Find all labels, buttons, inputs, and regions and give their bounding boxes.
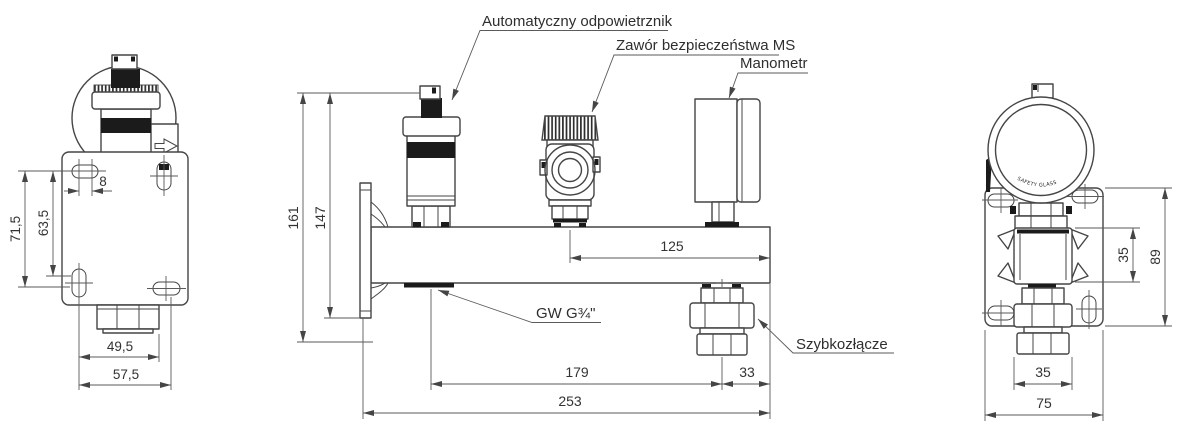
dim-front-lengths: 179 33 253 (362, 284, 771, 419)
label-air-vent: Automatyczny odpowietrznik (482, 13, 673, 30)
safety-valve-front (539, 115, 601, 227)
dim-text-179: 179 (565, 364, 589, 380)
gauge-connection (1010, 202, 1072, 230)
dim-text-125: 125 (660, 238, 684, 254)
label-safety-valve: Zawór bezpieczeństwa MS (616, 37, 795, 54)
quick-coupler-right (1013, 284, 1073, 355)
label-manometer: Manometr (740, 55, 808, 72)
dim-left-widths: 49,5 57,5 (78, 297, 172, 390)
air-vent-end-view (91, 54, 161, 154)
flow-arrow-icon (154, 138, 179, 154)
dim-text-75: 75 (1036, 395, 1052, 411)
dim-valve-to-end: 125 (569, 230, 770, 263)
dim-text-57-5: 57,5 (113, 367, 139, 382)
dim-text-89: 89 (1147, 249, 1163, 265)
dim-right-heights: 35 89 (1075, 187, 1172, 327)
dim-slot-spacing: 8 (64, 174, 112, 194)
dim-text-8: 8 (99, 174, 107, 189)
inlet-flange (359, 182, 389, 319)
dim-text-147: 147 (312, 206, 328, 230)
dim-text-71-5: 71,5 (8, 216, 23, 242)
callout-manometer: Manometr (728, 55, 808, 99)
thread-port-gw (404, 283, 454, 288)
dim-text-63-5: 63,5 (36, 210, 51, 236)
bottom-hex-nut (96, 304, 160, 334)
dim-text-35-coupler: 35 (1035, 364, 1051, 380)
dim-right-widths: 35 75 (984, 330, 1104, 421)
air-vent-front (402, 85, 461, 228)
manifold-body-end (1013, 227, 1073, 285)
callout-safety-valve: Zawór bezpieczeństwa MS (591, 37, 795, 113)
dim-text-33: 33 (739, 364, 755, 380)
dim-text-49-5: 49,5 (107, 339, 133, 354)
manifold-bar (370, 226, 771, 284)
quick-coupler-front (689, 279, 755, 356)
dim-text-253: 253 (558, 393, 582, 409)
dim-left-heights: 71,5 63,5 (8, 170, 72, 288)
dim-front-heights: 161 147 (285, 92, 420, 343)
callout-air-vent: Automatyczny odpowietrznik (451, 13, 673, 101)
manometer-face: SAFETY GLASS (986, 83, 1095, 204)
right-side-view: SAFETY GLASS 35 75 (982, 83, 1172, 421)
dim-text-161: 161 (285, 206, 301, 230)
label-quick-coupler: Szybkozłącze (796, 336, 888, 353)
label-thread-gw: GW G¾" (536, 305, 596, 322)
manometer-front (694, 98, 761, 227)
dim-text-35-body: 35 (1115, 247, 1131, 263)
flow-direction-tab (149, 123, 179, 157)
callout-quick-coupler: Szybkozłącze (757, 318, 894, 354)
front-view: 161 147 125 179 33 253 Automatyczny odpo… (285, 13, 894, 419)
callout-thread: GW G¾" (437, 289, 601, 323)
flange-cone-wings (997, 228, 1089, 284)
left-side-view: 8 71,5 63,5 49,5 57,5 (8, 54, 189, 390)
